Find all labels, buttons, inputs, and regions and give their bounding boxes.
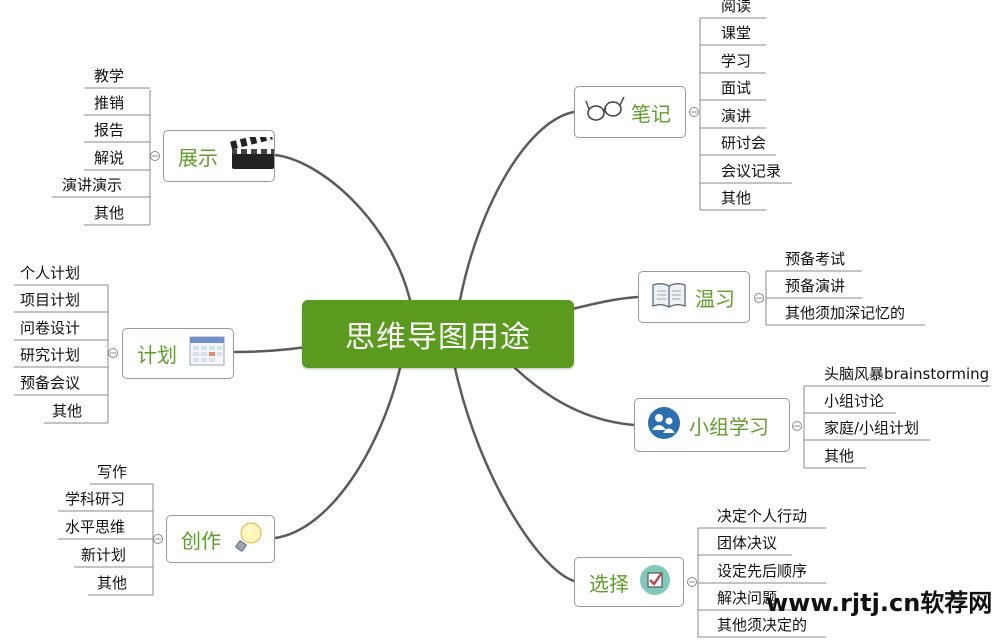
glasses-icon	[585, 94, 625, 131]
branch-xiaozu[interactable]: 小组学习	[634, 398, 790, 452]
book-icon	[651, 281, 687, 314]
leaf-zhanshi-3[interactable]: 报告	[94, 121, 125, 139]
leaf-jihua-6[interactable]: 其他	[52, 402, 83, 420]
leaf-chuangzuo-5[interactable]: 其他	[97, 574, 128, 592]
branch-label: 展示	[178, 145, 218, 170]
leaf-xiaozu-3[interactable]: 家庭/小组计划	[824, 419, 920, 437]
leaf-zhanshi-5[interactable]: 演讲演示	[62, 176, 123, 194]
leaf-biji-7[interactable]: 会议记录	[721, 162, 782, 180]
branch-chuangzuo[interactable]: 创作	[166, 515, 275, 563]
leaf-zhanshi-1[interactable]: 教学	[94, 67, 125, 85]
leaf-biji-6[interactable]: 研讨会	[721, 134, 767, 152]
leaf-wenxi-2[interactable]: 预备演讲	[785, 277, 846, 295]
branch-xuanze[interactable]: 选择	[574, 557, 684, 607]
calendar-icon	[189, 336, 225, 371]
leaf-xuanze-4[interactable]: 解决问题	[717, 589, 778, 607]
leaf-xuanze-5[interactable]: 其他须决定的	[717, 616, 808, 634]
branch-label: 创作	[181, 528, 221, 553]
leaf-jihua-4[interactable]: 研究计划	[20, 346, 81, 364]
leaf-biji-2[interactable]: 课堂	[721, 24, 752, 42]
branch-label: 选择	[589, 571, 629, 596]
leaf-wenxi-1[interactable]: 预备考试	[785, 250, 846, 268]
branch-wenxi[interactable]: 温习	[638, 271, 750, 323]
branch-zhanshi[interactable]: 展示	[163, 130, 275, 182]
checkbox-icon	[639, 564, 671, 601]
leaf-biji-5[interactable]: 演讲	[721, 107, 752, 125]
leaf-jihua-5[interactable]: 预备会议	[20, 374, 81, 392]
leaf-chuangzuo-4[interactable]: 新计划	[81, 546, 127, 564]
leaf-biji-3[interactable]: 学习	[721, 52, 752, 70]
leaf-biji-1[interactable]: 阅读	[721, 0, 752, 15]
leaf-xiaozu-2[interactable]: 小组讨论	[824, 392, 885, 410]
leaf-zhanshi-6[interactable]: 其他	[94, 204, 125, 222]
central-topic[interactable]: 思维导图用途	[302, 300, 574, 368]
leaf-jihua-1[interactable]: 个人计划	[20, 264, 81, 282]
leaf-xiaozu-4[interactable]: 其他	[824, 447, 855, 465]
leaf-xiaozu-1[interactable]: 头脑风暴brainstorming	[824, 365, 990, 383]
leaf-wenxi-3[interactable]: 其他须加深记忆的	[785, 304, 906, 322]
branch-label: 温习	[695, 286, 735, 311]
branch-label: 计划	[137, 343, 177, 367]
leaf-xuanze-3[interactable]: 设定先后顺序	[717, 562, 808, 580]
leaf-chuangzuo-1[interactable]: 写作	[97, 463, 128, 481]
leaf-xuanze-2[interactable]: 团体决议	[717, 534, 778, 552]
leaf-jihua-3[interactable]: 问卷设计	[20, 319, 81, 337]
leaf-chuangzuo-3[interactable]: 水平思维	[65, 518, 126, 536]
people-icon	[647, 406, 681, 445]
watermark-text: www.rjtj.cn软荐网	[766, 589, 993, 617]
branch-label: 小组学习	[689, 414, 769, 439]
lightbulb-icon	[231, 520, 265, 559]
leaf-biji-4[interactable]: 面试	[721, 79, 752, 97]
leaf-jihua-2[interactable]: 项目计划	[20, 291, 81, 309]
branch-label: 笔记	[631, 101, 671, 126]
branch-biji[interactable]: 笔记	[574, 86, 686, 138]
branch-jihua[interactable]: 计划	[122, 328, 234, 379]
leaf-chuangzuo-2[interactable]: 学科研习	[65, 490, 126, 508]
leaf-zhanshi-4[interactable]: 解说	[94, 149, 125, 167]
leaf-zhanshi-2[interactable]: 推销	[94, 94, 125, 112]
clapperboard-icon	[230, 131, 276, 176]
leaf-biji-8[interactable]: 其他	[721, 189, 752, 207]
leaf-xuanze-1[interactable]: 决定个人行动	[717, 507, 808, 525]
